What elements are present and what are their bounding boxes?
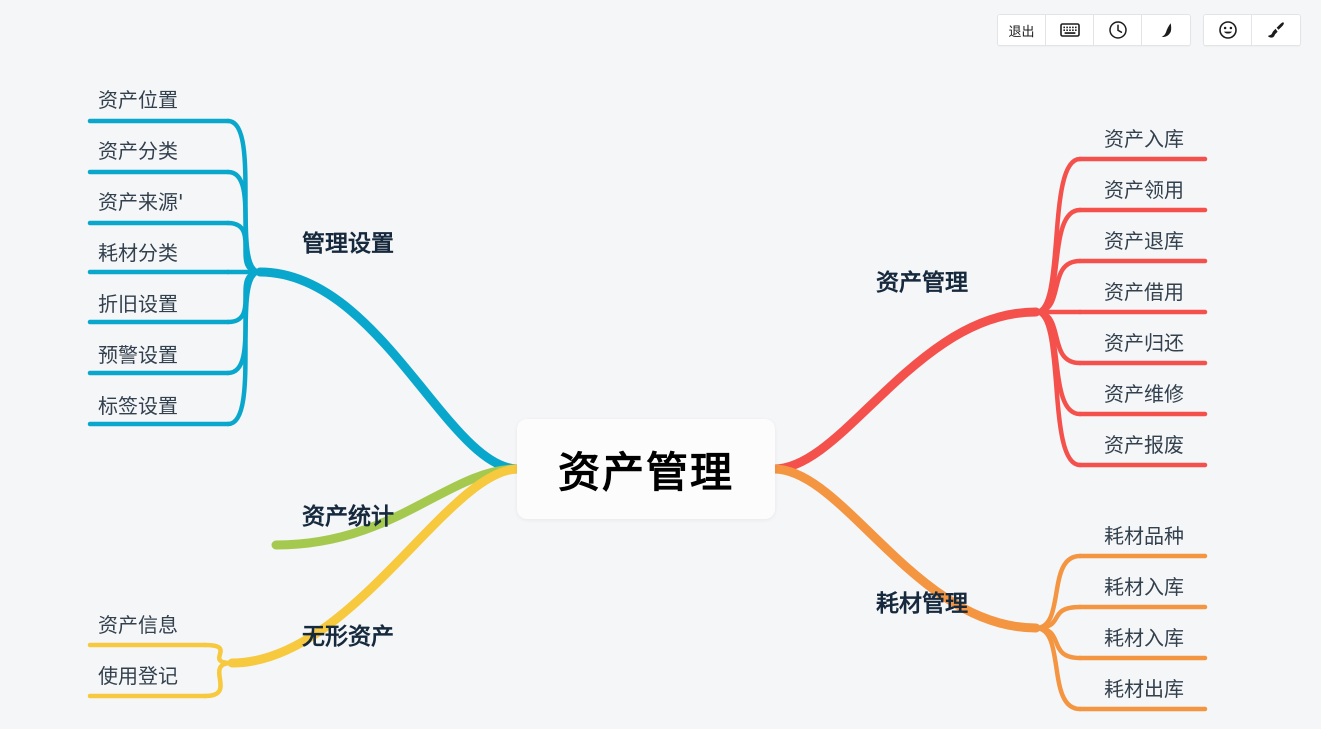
leaf-node[interactable]: 资产报废 (1104, 429, 1184, 458)
connector-line (1033, 207, 1083, 315)
clock-button[interactable] (1094, 15, 1142, 45)
connector-line (225, 269, 263, 427)
leaf-node-label: 耗材出库 (1104, 677, 1184, 701)
connector-line (225, 220, 263, 275)
leaf-node[interactable]: 耗材入库 (1104, 622, 1184, 651)
connector-line (1033, 309, 1083, 366)
leaf-node-label: 耗材分类 (98, 241, 178, 265)
leaf-node[interactable]: 资产分类 (98, 135, 178, 164)
leaf-node[interactable]: 标签设置 (98, 390, 178, 419)
connector-line (1033, 156, 1083, 315)
leaf-node-label: 耗材品种 (1104, 524, 1184, 548)
branch-label-text: 资产管理 (876, 270, 968, 296)
leaf-node[interactable]: 资产位置 (98, 84, 178, 113)
leaf-node[interactable]: 耗材出库 (1104, 673, 1184, 702)
exit-button-label: 退出 (1008, 24, 1035, 40)
clock-icon (1108, 20, 1128, 40)
leaf-node[interactable]: 使用登记 (98, 660, 178, 689)
branch-label-text: 管理设置 (302, 231, 394, 257)
leaf-node-label: 资产入库 (1104, 127, 1184, 151)
connector-line (202, 642, 235, 666)
leaf-node-label: 预警设置 (98, 343, 178, 367)
leaf-node[interactable]: 资产来源' (98, 186, 184, 215)
leaf-node[interactable]: 资产信息 (98, 609, 178, 638)
leaf-node-label: 资产分类 (98, 139, 178, 163)
leaf-node-label: 资产归还 (1104, 331, 1184, 355)
leaf-node[interactable]: 资产入库 (1104, 123, 1184, 152)
leaf-node-label: 耗材入库 (1104, 575, 1184, 599)
leaf-node-label: 耗材入库 (1104, 626, 1184, 650)
leaf-node[interactable]: 耗材品种 (1104, 520, 1184, 549)
leaf-node-label: 资产来源' (98, 190, 184, 214)
branch-label-text: 耗材管理 (876, 591, 968, 617)
connector-line (225, 269, 263, 376)
leaf-node-label: 使用登记 (98, 664, 178, 688)
leaf-node[interactable]: 资产退库 (1104, 225, 1184, 254)
connector-line (202, 660, 235, 699)
branch-wuxing-zichan[interactable]: 无形资产 (302, 617, 394, 651)
leaf-node-label: 资产借用 (1104, 280, 1184, 304)
connector-line (225, 269, 263, 325)
toolbar-group-tool-controls (1203, 14, 1301, 46)
branch-label-text: 无形资产 (302, 624, 394, 650)
moon-icon (1156, 20, 1176, 40)
connector-line (1033, 625, 1083, 712)
leaf-node[interactable]: 耗材分类 (98, 237, 178, 266)
brush-button[interactable] (1252, 15, 1300, 45)
brush-icon (1266, 20, 1286, 40)
branch-label-text: 资产统计 (302, 504, 394, 530)
connector-line (1033, 309, 1083, 417)
exit-button[interactable]: 退出 (998, 15, 1046, 45)
toolbar: 退出 (997, 14, 1301, 46)
connector-line (225, 169, 263, 275)
connector-line (255, 267, 523, 474)
emoji-button[interactable] (1204, 15, 1252, 45)
leaf-node[interactable]: 折旧设置 (98, 288, 178, 317)
central-node[interactable]: 资产管理 (517, 419, 775, 519)
leaf-node[interactable]: 资产维修 (1104, 378, 1184, 407)
leaf-node-label: 标签设置 (98, 394, 178, 418)
leaf-node-label: 资产退库 (1104, 229, 1184, 253)
connector-line (1033, 553, 1083, 631)
leaf-node-label: 资产报废 (1104, 433, 1184, 457)
leaf-node-label: 资产领用 (1104, 178, 1184, 202)
connector-line (769, 307, 1041, 474)
branch-guanli-shezhi[interactable]: 管理设置 (302, 224, 394, 258)
connector-line (225, 118, 263, 275)
leaf-node[interactable]: 耗材入库 (1104, 571, 1184, 600)
leaf-node[interactable]: 资产归还 (1104, 327, 1184, 356)
connector-line (1033, 258, 1083, 315)
night-mode-button[interactable] (1142, 15, 1190, 45)
branch-zichan-guanli[interactable]: 资产管理 (876, 263, 968, 297)
leaf-node-label: 折旧设置 (98, 292, 178, 316)
branch-haocai-guanli[interactable]: 耗材管理 (876, 584, 968, 618)
leaf-node-label: 资产信息 (98, 613, 178, 637)
keyboard-button[interactable] (1046, 15, 1094, 45)
connector-line (1033, 309, 1083, 468)
smiley-icon (1218, 20, 1238, 40)
connector-line (1033, 604, 1083, 631)
leaf-node[interactable]: 预警设置 (98, 339, 178, 368)
toolbar-group-view-controls: 退出 (997, 14, 1191, 46)
leaf-node-label: 资产维修 (1104, 382, 1184, 406)
leaf-node[interactable]: 资产借用 (1104, 276, 1184, 305)
central-node-label: 资产管理 (557, 447, 734, 497)
keyboard-icon (1059, 22, 1080, 38)
leaf-node-label: 资产位置 (98, 88, 178, 112)
connector-line (1033, 625, 1083, 661)
branch-zichan-tongji[interactable]: 资产统计 (302, 497, 394, 531)
leaf-node[interactable]: 资产领用 (1104, 174, 1184, 203)
